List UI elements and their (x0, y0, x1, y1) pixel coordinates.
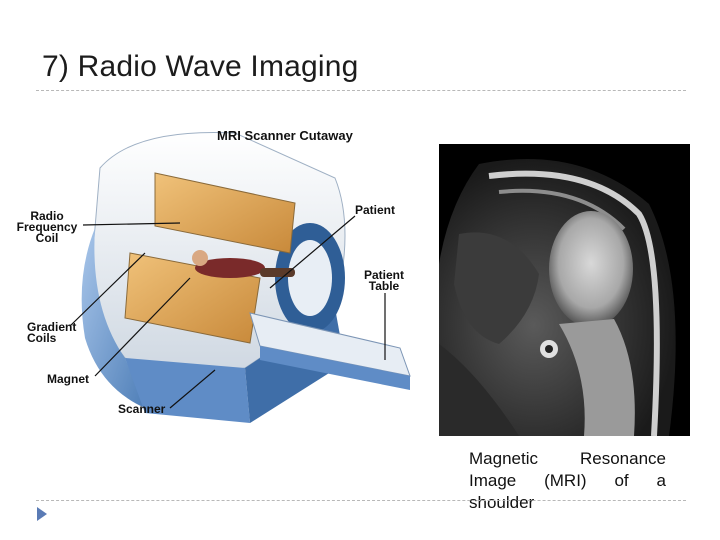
caption-word: a (656, 471, 666, 490)
label-patient-table: Patient Table (364, 268, 405, 293)
label-radio-line2: Frequency (16, 220, 78, 234)
label-table-line1: Patient (364, 268, 405, 282)
label-gradient-line1: Gradient (27, 320, 77, 334)
caption-word: (MRI) (544, 471, 587, 490)
mri-shoulder-image (439, 144, 690, 437)
label-table-line2: Table (368, 279, 400, 293)
top-divider (36, 90, 686, 91)
label-gradient-coils: Gradient Coils (27, 320, 77, 345)
label-radio-frequency-coil: Radio Frequency Coil (11, 209, 83, 245)
caption-word: Magnetic (469, 449, 538, 468)
caption-word: Resonance (579, 449, 666, 468)
caption-line-1: Magnetic Resonance (469, 448, 666, 470)
label-scanner: Scanner (118, 402, 166, 416)
label-gradient-line2: Coils (27, 331, 57, 345)
mri-caption: Magnetic Resonance Image (MRI) of a shou… (469, 448, 666, 514)
mri-cutaway-figure: MRI Scanner Cutaway Radio Frequency Coil… (5, 108, 430, 438)
label-radio-line3: Coil (35, 231, 59, 245)
caption-word: of (614, 471, 629, 490)
label-magnet: Magnet (47, 372, 89, 386)
play-arrow-icon[interactable] (36, 506, 48, 522)
caption-word: shoulder (469, 493, 535, 512)
mri-scanner-illustration (69, 131, 411, 423)
caption-line-2: Image (MRI) of a (469, 470, 666, 492)
mri-scan-graphic (439, 144, 690, 437)
label-patient: Patient (355, 203, 396, 217)
cutaway-title: MRI Scanner Cutaway (217, 128, 353, 143)
caption-line-3: shoulder (469, 492, 666, 514)
slide-title: 7) Radio Wave Imaging (42, 50, 359, 83)
label-radio-line1: Radio (30, 209, 64, 223)
bottom-divider (36, 500, 686, 501)
caption-word: Image (469, 471, 517, 490)
